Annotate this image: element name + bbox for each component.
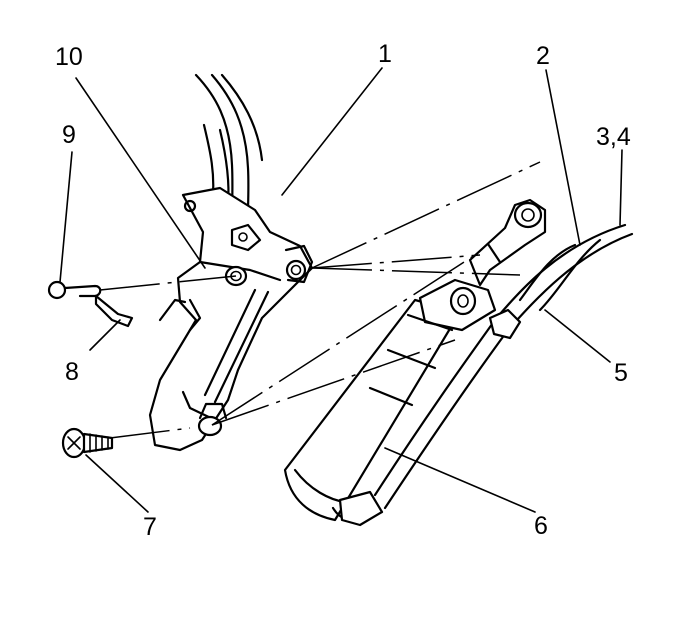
leader-lines	[59, 67, 623, 513]
callout-7: 7	[143, 513, 157, 541]
lower-mount-bushing	[197, 402, 228, 437]
callout-5: 5	[614, 359, 628, 387]
callout-10: 10	[55, 43, 83, 71]
callout-2: 2	[536, 42, 550, 70]
callout-9: 9	[62, 121, 76, 149]
pivot-bushing-right	[284, 244, 314, 284]
screw	[61, 427, 114, 459]
cables	[373, 223, 634, 510]
callout-1: 1	[378, 40, 392, 68]
hinge-bracket	[148, 186, 314, 452]
retaining-clip	[47, 280, 102, 300]
callout-6: 6	[534, 512, 548, 540]
callout-8: 8	[65, 358, 79, 386]
strut-arm	[468, 198, 547, 287]
alignment-lines	[99, 161, 541, 439]
clip-tab	[94, 294, 134, 328]
callout-3-4: 3,4	[596, 123, 631, 151]
actuator-motor	[283, 278, 497, 527]
